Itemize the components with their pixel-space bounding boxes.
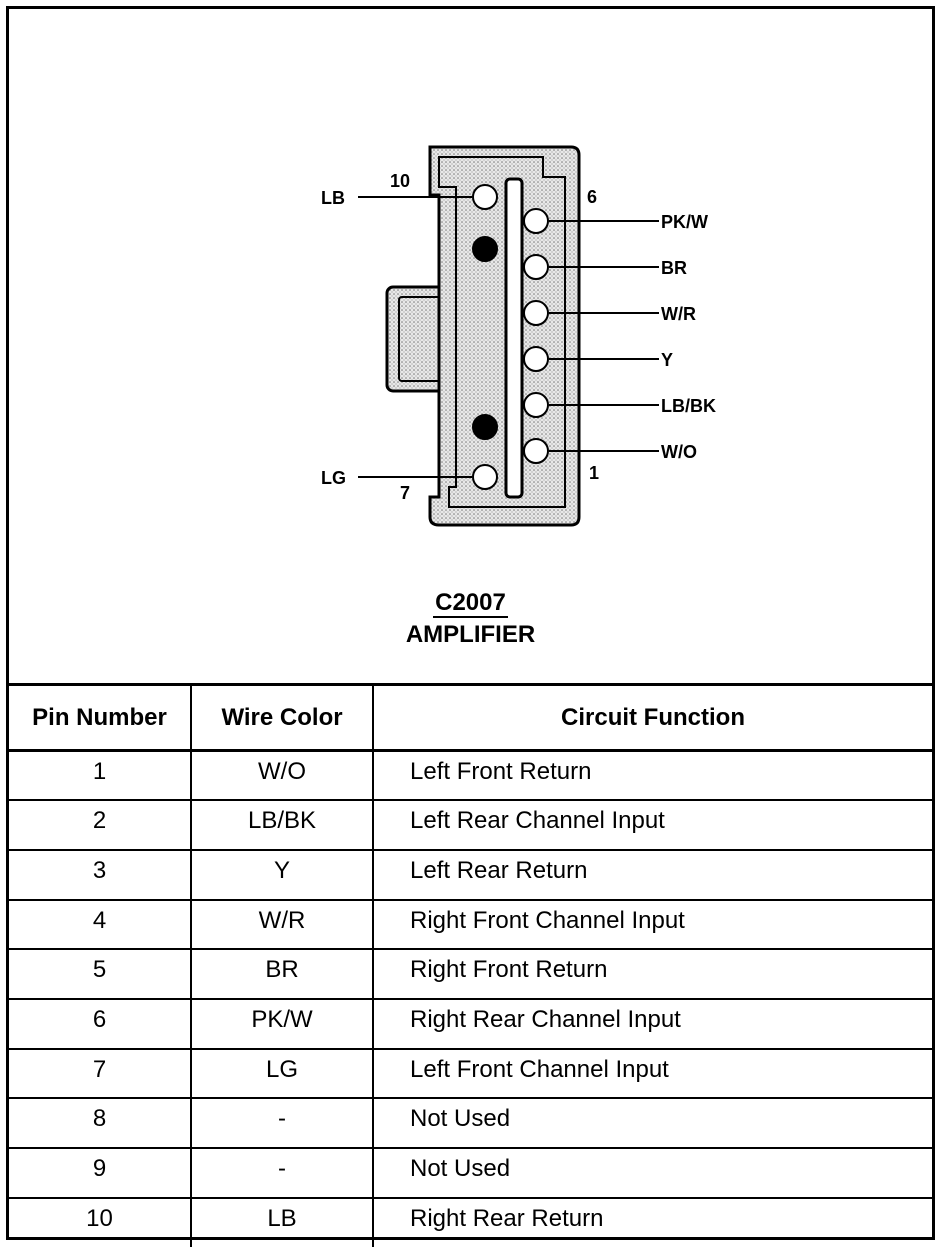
pin-3 <box>523 346 549 372</box>
color-cell: - <box>190 1147 373 1198</box>
color-cell: LG <box>190 1047 373 1099</box>
pin-cell: 7 <box>9 1047 191 1099</box>
pin-cell: 9 <box>9 1147 191 1198</box>
color-cell: W/R <box>190 898 373 950</box>
column-header: Circuit Function <box>372 683 932 752</box>
function-cell: Left Front Channel Input <box>372 1047 932 1099</box>
color-cell: Y <box>190 848 373 900</box>
color-cell: W/O <box>190 749 373 801</box>
pin-7 <box>472 464 498 490</box>
wire-label: LB <box>321 188 345 208</box>
pin-number-label: 7 <box>400 483 410 503</box>
function-cell: Right Rear Channel Input <box>372 997 932 1049</box>
pin-number-label: 10 <box>390 171 410 191</box>
pin-cell: 8 <box>9 1097 191 1148</box>
pin-cell: 3 <box>9 848 191 900</box>
wire-label: W/R <box>661 304 696 324</box>
plugged-cavity <box>472 414 498 440</box>
color-cell: LB/BK <box>190 799 373 850</box>
table-row: 1 W/O Left Front Return <box>9 749 932 801</box>
pin-cell: 2 <box>9 799 191 850</box>
function-cell: Right Rear Return <box>372 1196 932 1247</box>
pin-number-label: 6 <box>587 187 597 207</box>
connector-diagram: 10 6 7 1 LB LG PK/W BR W/R Y LB/BK W/O C… <box>9 9 932 683</box>
pin-number-label: 1 <box>589 463 599 483</box>
pin-2 <box>523 392 549 418</box>
pin-10 <box>472 184 498 210</box>
table-row: 4 W/R Right Front Channel Input <box>9 898 932 950</box>
diagram-frame: 10 6 7 1 LB LG PK/W BR W/R Y LB/BK W/O C… <box>6 6 935 1247</box>
table-row: 6 PK/W Right Rear Channel Input <box>9 997 932 1049</box>
function-cell: Right Front Return <box>372 948 932 999</box>
plugged-cavity <box>472 236 498 262</box>
connector-drawing: 10 6 7 1 LB LG PK/W BR W/R Y LB/BK W/O <box>321 145 716 527</box>
pin-4 <box>523 300 549 326</box>
color-cell: LB <box>190 1196 373 1247</box>
pin-cell: 1 <box>9 749 191 801</box>
wire-label: W/O <box>661 442 697 462</box>
function-cell: Not Used <box>372 1097 932 1148</box>
table-row: 5 BR Right Front Return <box>9 948 932 999</box>
center-rib <box>504 177 524 499</box>
wire-label: PK/W <box>661 212 708 232</box>
wire-label: LB/BK <box>661 396 716 416</box>
color-cell: BR <box>190 948 373 999</box>
function-cell: Not Used <box>372 1147 932 1198</box>
connector-latch <box>385 285 447 393</box>
table-row: 7 LG Left Front Channel Input <box>9 1047 932 1099</box>
pin-6 <box>523 208 549 234</box>
table-row: 10 LB Right Rear Return <box>9 1196 932 1247</box>
connector-name: AMPLIFIER <box>405 621 536 648</box>
function-cell: Right Front Channel Input <box>372 898 932 950</box>
table-row: 2 LB/BK Left Rear Channel Input <box>9 799 932 850</box>
color-cell: - <box>190 1097 373 1148</box>
wire-label: BR <box>661 258 687 278</box>
function-cell: Left Rear Channel Input <box>372 799 932 850</box>
pin-cell: 5 <box>9 948 191 999</box>
pin-5 <box>523 254 549 280</box>
pin-cell: 10 <box>9 1196 191 1247</box>
connector-code: C2007 <box>433 589 508 618</box>
table-header-row: Pin Number Wire Color Circuit Function <box>9 683 932 752</box>
table-row: 8 - Not Used <box>9 1097 932 1148</box>
wire-label: Y <box>661 350 673 370</box>
table-row: 3 Y Left Rear Return <box>9 848 932 900</box>
column-header: Pin Number <box>9 683 191 752</box>
function-cell: Left Rear Return <box>372 848 932 900</box>
pin-cell: 6 <box>9 997 191 1049</box>
column-header: Wire Color <box>190 683 373 752</box>
pin-1 <box>523 438 549 464</box>
pinout-table: Pin Number Wire Color Circuit Function 1… <box>9 683 932 1247</box>
table-row: 9 - Not Used <box>9 1147 932 1198</box>
color-cell: PK/W <box>190 997 373 1049</box>
function-cell: Left Front Return <box>372 749 932 801</box>
pin-cell: 4 <box>9 898 191 950</box>
wire-label: LG <box>321 468 346 488</box>
